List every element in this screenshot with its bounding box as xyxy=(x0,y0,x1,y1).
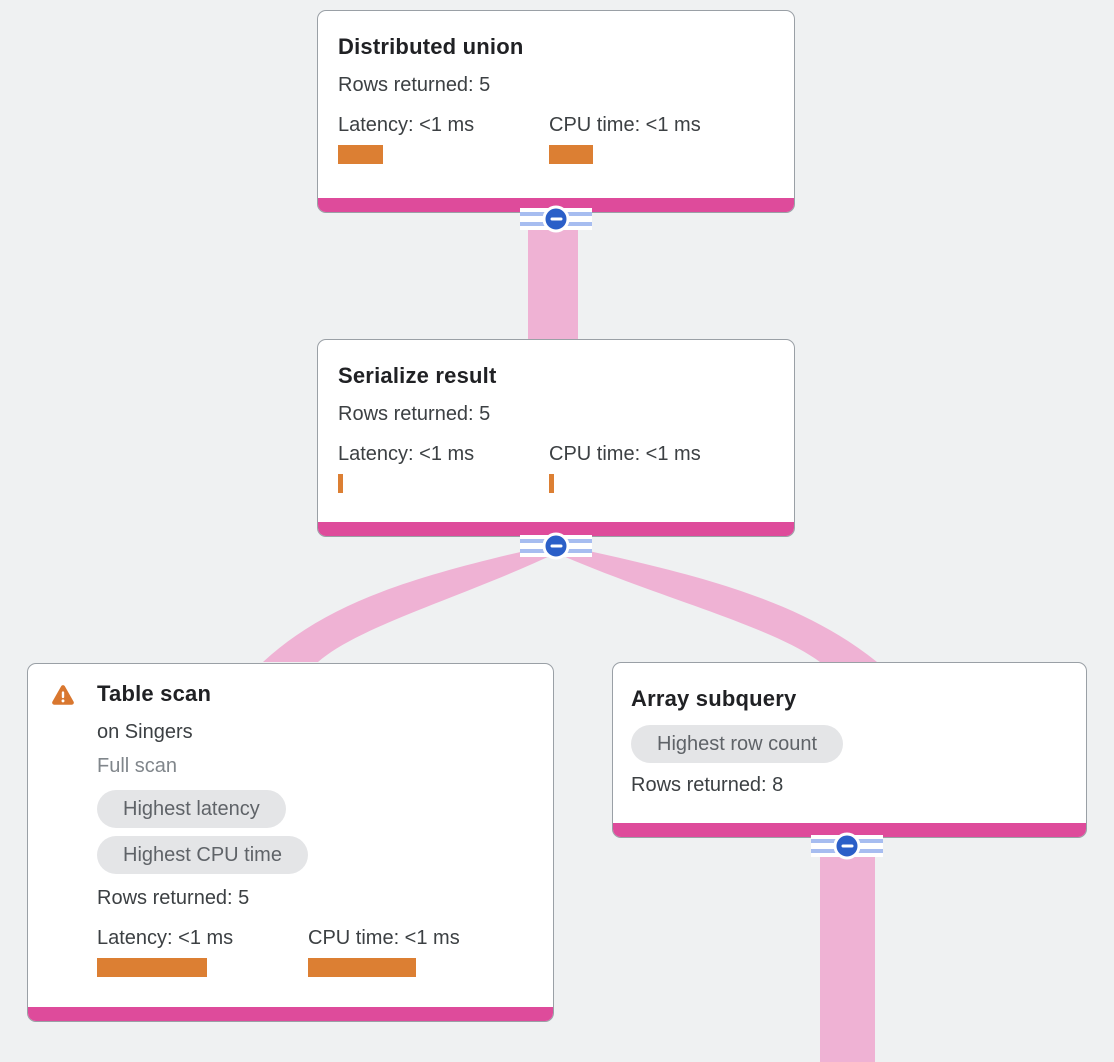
edge-serialize-to-arraysubquery xyxy=(554,546,877,662)
collapse-toggle-serialize-result[interactable] xyxy=(520,532,592,560)
rows-returned-label: Rows returned: 8 xyxy=(631,774,784,796)
cpu-time-metric: CPU time: <1 ms xyxy=(549,442,760,493)
latency-metric: Latency: <1 ms xyxy=(338,113,549,164)
node-title: Serialize result xyxy=(338,363,497,388)
cpu-time-metric: CPU time: <1 ms xyxy=(549,113,760,164)
latency-metric: Latency: <1 ms xyxy=(97,926,308,977)
collapse-toggle-distributed-union[interactable] xyxy=(520,205,592,233)
scan-type-label: Full scan xyxy=(97,755,178,777)
node-accent-bar xyxy=(613,823,1086,837)
cpu-time-label: CPU time: <1 ms xyxy=(549,114,701,136)
cpu-time-bar xyxy=(549,474,554,493)
node-title: Array subquery xyxy=(631,686,797,711)
cpu-time-label: CPU time: <1 ms xyxy=(549,443,701,465)
latency-label: Latency: <1 ms xyxy=(338,114,475,136)
node-accent-bar xyxy=(318,198,794,212)
metrics-row: Latency: <1 ms CPU time: <1 ms xyxy=(97,926,529,977)
highest-latency-badge: Highest latency xyxy=(97,790,286,828)
collapse-toggle-array-subquery[interactable] xyxy=(811,832,883,860)
badge-row: Highest CPU time xyxy=(97,836,529,874)
latency-bar xyxy=(338,145,383,164)
latency-bar xyxy=(97,958,207,977)
cpu-time-bar xyxy=(549,145,593,164)
badge-row: Highest row count xyxy=(631,725,1062,763)
collapse-minus-icon[interactable] xyxy=(542,532,570,560)
highest-cpu-time-badge: Highest CPU time xyxy=(97,836,308,874)
node-table-scan[interactable]: Table scan on Singers Full scan Highest … xyxy=(27,663,554,1022)
edge-serialize-to-tablescan xyxy=(263,546,558,662)
cpu-time-metric: CPU time: <1 ms xyxy=(308,926,519,977)
node-accent-bar xyxy=(28,1007,553,1021)
collapse-minus-icon[interactable] xyxy=(833,832,861,860)
latency-bar xyxy=(338,474,343,493)
edge-arraysubquery-to-child xyxy=(820,830,875,1062)
rows-returned-label: Rows returned: 5 xyxy=(338,403,491,425)
latency-label: Latency: <1 ms xyxy=(338,443,475,465)
metrics-row: Latency: <1 ms CPU time: <1 ms xyxy=(338,113,770,164)
highest-row-count-badge: Highest row count xyxy=(631,725,844,763)
metrics-row: Latency: <1 ms CPU time: <1 ms xyxy=(338,442,770,493)
node-title: Distributed union xyxy=(338,34,524,59)
node-accent-bar xyxy=(318,522,794,536)
cpu-time-bar xyxy=(308,958,416,977)
node-distributed-union[interactable]: Distributed union Rows returned: 5 Laten… xyxy=(317,10,795,213)
scan-target-label: on Singers xyxy=(97,721,193,743)
node-title: Table scan xyxy=(97,681,212,706)
warning-icon xyxy=(52,685,74,705)
badge-row: Highest latency xyxy=(97,790,529,828)
latency-metric: Latency: <1 ms xyxy=(338,442,549,493)
cpu-time-label: CPU time: <1 ms xyxy=(308,927,460,949)
rows-returned-label: Rows returned: 5 xyxy=(97,887,250,909)
collapse-minus-icon[interactable] xyxy=(542,205,570,233)
node-array-subquery[interactable]: Array subquery Highest row count Rows re… xyxy=(612,662,1087,838)
latency-label: Latency: <1 ms xyxy=(97,927,234,949)
node-serialize-result[interactable]: Serialize result Rows returned: 5 Latenc… xyxy=(317,339,795,537)
rows-returned-label: Rows returned: 5 xyxy=(338,74,491,96)
